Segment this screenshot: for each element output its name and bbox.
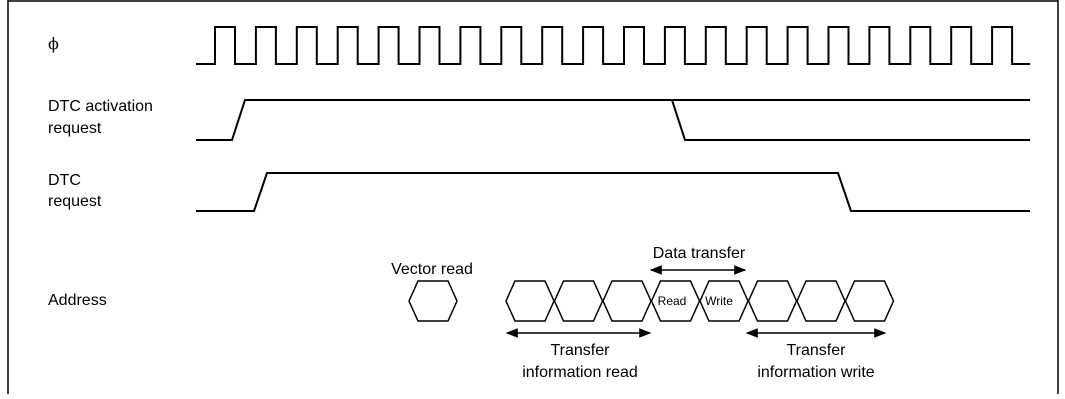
vector-read-label: Vector read	[391, 261, 473, 278]
read-cycle-label: Read	[658, 294, 687, 308]
bus-cycle-6	[747, 280, 798, 322]
bus-cycle-7	[796, 280, 846, 322]
dtc-request-waveform	[196, 172, 1030, 212]
activation-label-line1: DTC activation	[48, 98, 153, 115]
activation-request-waveform	[196, 99, 1030, 141]
dtc-request-label-line1: DTC	[48, 172, 81, 189]
dtc-request-label-line2: request	[48, 193, 102, 210]
bus-cycle-3	[602, 280, 652, 322]
transfer-write-label-line2: information write	[757, 364, 874, 381]
address-label: Address	[48, 292, 107, 309]
vector-read-cycle	[408, 280, 458, 322]
transfer-read-label-line1: Transfer	[551, 342, 611, 359]
activation-label-line2: request	[48, 120, 102, 137]
data-transfer-label: Data transfer	[653, 245, 746, 262]
clock-waveform	[196, 26, 1030, 65]
transfer-write-label-line1: Transfer	[787, 342, 847, 359]
bus-cycle-2	[553, 280, 604, 322]
write-cycle-label: Write	[705, 294, 733, 308]
transfer-read-label-line2: information read	[522, 364, 638, 381]
bus-cycle-1	[505, 280, 555, 322]
bus-cycle-8	[844, 280, 895, 322]
activation-request-fall	[671, 99, 1030, 141]
phi-label: ϕ	[48, 34, 59, 53]
address-bus	[408, 280, 895, 322]
